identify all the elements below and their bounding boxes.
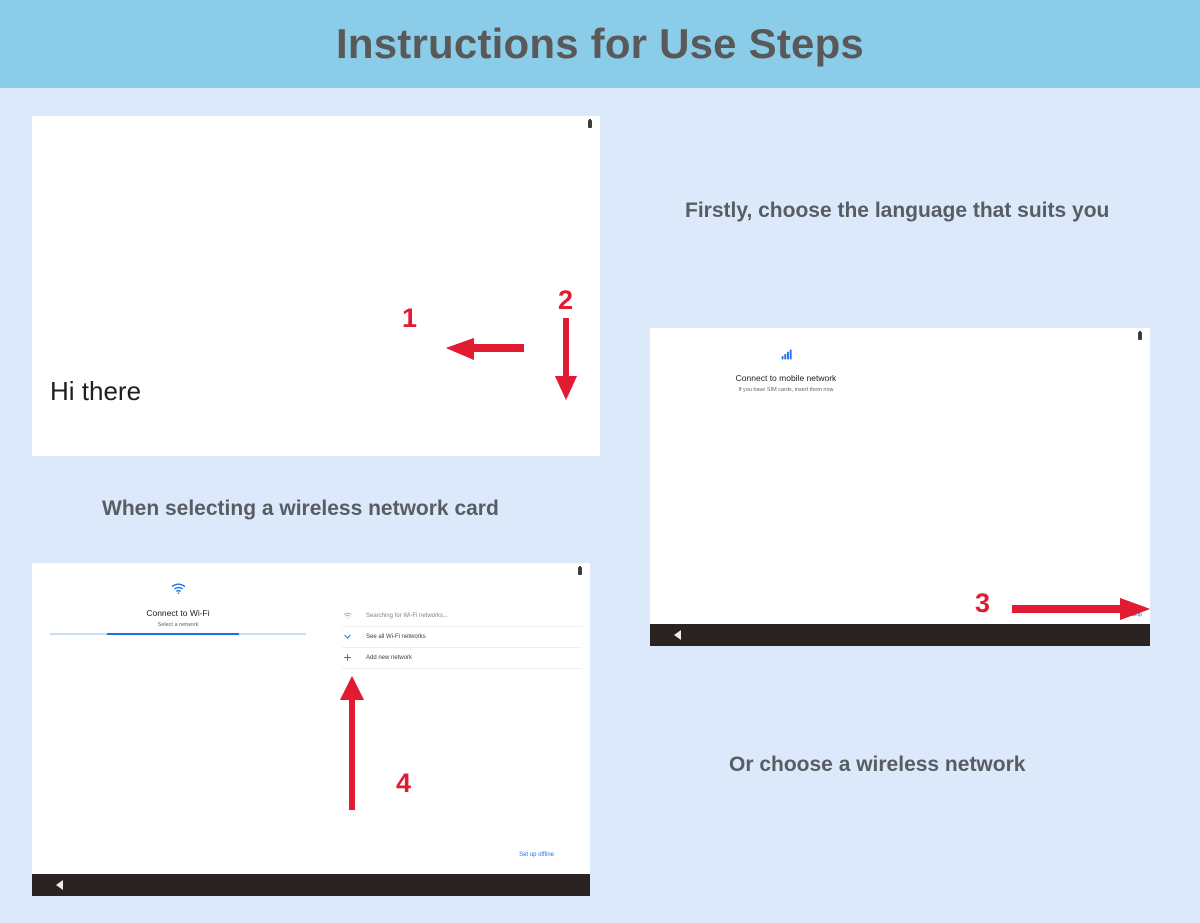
wifi-subtitle: Select a network: [157, 622, 199, 628]
status-bar: [32, 116, 600, 132]
wifi-list-item-searching: Searching for Wi-Fi networks...: [342, 606, 582, 627]
battery-icon: [578, 565, 582, 575]
wifi-list-label-searching: Searching for Wi-Fi networks...: [366, 613, 449, 619]
status-bar: [32, 563, 590, 579]
wifi-header: Connect to Wi-Fi Select a network: [32, 581, 324, 628]
wifi-icon: [32, 581, 324, 601]
arrow-up-step-4: [334, 674, 372, 815]
wifi-searching-icon: [342, 607, 352, 625]
step-number-4: 4: [396, 768, 412, 798]
mobile-network-title: Connect to mobile network: [735, 373, 837, 383]
arrow-down-step-2: [548, 318, 584, 407]
screenshot-welcome-screen: Hi there English (United States) Vision …: [32, 116, 600, 456]
battery-icon: [588, 118, 592, 128]
arrow-left-step-1: [444, 330, 524, 371]
back-triangle-icon[interactable]: [56, 880, 63, 890]
step-number-1: 1: [402, 303, 418, 333]
caption-choose-language: Firstly, choose the language that suits …: [685, 199, 1110, 222]
screenshot-mobile-network-screen: Connect to mobile network If you have SI…: [650, 328, 1150, 646]
greeting-text: Hi there: [50, 376, 142, 406]
caption-wireless-network-card: When selecting a wireless network card: [102, 497, 499, 520]
chevron-down-icon: [342, 628, 352, 646]
mobile-network-header: Connect to mobile network If you have SI…: [650, 348, 922, 393]
caption-choose-wireless-network: Or choose a wireless network: [729, 753, 1026, 776]
wifi-list-label-add-network: Add new network: [366, 655, 413, 661]
wifi-list-label-see-all: See all Wi-Fi networks: [366, 634, 426, 640]
android-navigation-bar: [32, 874, 590, 896]
plus-icon: [342, 649, 352, 667]
wifi-list-item-add-network[interactable]: Add new network: [342, 648, 582, 669]
progress-fill: [107, 633, 239, 635]
header-band: Instructions for Use Steps: [0, 0, 1200, 88]
android-navigation-bar: [650, 624, 1150, 646]
step-number-3: 3: [975, 588, 991, 618]
status-bar: [650, 328, 1150, 344]
screenshot-wifi-screen: Connect to Wi-Fi Select a network Search…: [32, 563, 590, 896]
signal-bars-icon: [650, 348, 922, 366]
wifi-title: Connect to Wi-Fi: [146, 608, 210, 618]
wifi-network-list: Searching for Wi-Fi networks... See all …: [342, 606, 582, 669]
page-title: Instructions for Use Steps: [336, 20, 864, 67]
loading-progress-bar: [50, 633, 306, 635]
set-up-offline-link[interactable]: Set up offline: [519, 852, 554, 858]
back-triangle-icon[interactable]: [674, 630, 681, 640]
battery-icon: [1138, 330, 1142, 340]
step-number-2: 2: [558, 285, 574, 315]
mobile-network-subtitle: If you have SIM cards, insert them now: [738, 387, 834, 393]
wifi-list-item-see-all[interactable]: See all Wi-Fi networks: [342, 627, 582, 648]
arrow-right-step-3: [1012, 592, 1152, 631]
skip-link[interactable]: Skip: [1131, 612, 1142, 618]
